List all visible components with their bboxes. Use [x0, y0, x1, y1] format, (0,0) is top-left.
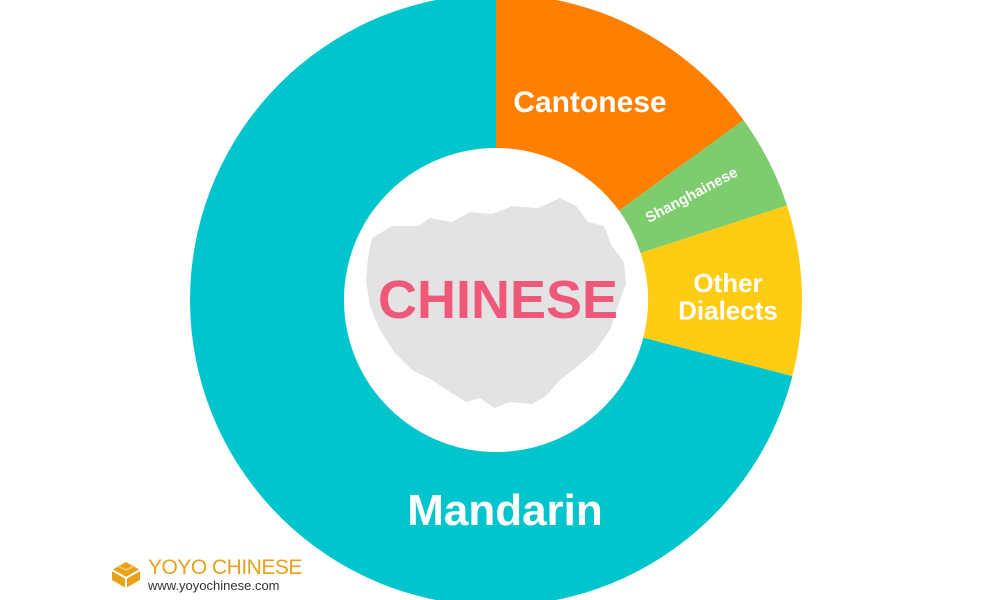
brand-logo: YOYO CHINESE www.yoyochinese.com [108, 556, 308, 596]
center-title: CHINESE [378, 270, 618, 330]
slice-shanghainese [618, 120, 788, 254]
slice-mandarin [190, 0, 793, 600]
brand-name: YOYO CHINESE [148, 556, 302, 579]
slice-group [190, 0, 802, 600]
china-map-icon [366, 198, 626, 408]
slice-other-dialects [640, 205, 802, 377]
slice-cantonese [496, 0, 744, 211]
brand-url: www.yoyochinese.com [148, 578, 280, 593]
yoyo-logo-icon [111, 562, 141, 588]
slice-label-cantonese: Cantonese [513, 86, 666, 119]
slice-label-mandarin: Mandarin [407, 486, 603, 535]
